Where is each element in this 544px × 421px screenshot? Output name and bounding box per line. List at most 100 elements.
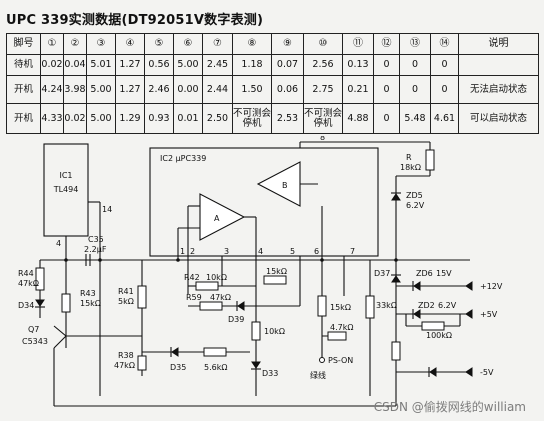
- measurement-table: 脚号 ① ② ③ ④ ⑤ ⑥ ⑦ ⑧ ⑨ ⑩ ⑪ ⑫ ⑬ ⑭ 说明 待机 0.0…: [6, 33, 539, 134]
- r-ref: R: [406, 153, 412, 162]
- resistor-r38: [137, 355, 147, 371]
- r10k-label: 10kΩ: [264, 327, 285, 336]
- table-cell: 2.56: [303, 54, 343, 76]
- table-cell: 2.45: [202, 54, 233, 76]
- ic1-part: TL494: [53, 185, 79, 194]
- d33-label: D33: [262, 369, 278, 378]
- junction: [98, 258, 102, 262]
- resistor-5k6: [203, 347, 227, 357]
- table-header-cell: ④: [115, 33, 145, 55]
- table-cell: 0: [399, 54, 431, 76]
- table-cell: 0: [430, 54, 459, 76]
- pin-label: 4: [56, 239, 61, 248]
- table-cell: 0: [373, 103, 400, 134]
- ic2-label: IC2 µPC339: [160, 154, 206, 163]
- r38-ref: R38: [118, 351, 134, 360]
- table-header-cell: ⑨: [271, 33, 304, 55]
- resistor-r59: [199, 301, 223, 311]
- table-cell: 3.98: [63, 75, 87, 104]
- pin-label: 1: [180, 247, 185, 256]
- table-cell: 1.27: [115, 75, 145, 104]
- table-header-row: 脚号 ① ② ③ ④ ⑤ ⑥ ⑦ ⑧ ⑨ ⑩ ⑪ ⑫ ⑬ ⑭ 说明: [6, 33, 539, 55]
- table-cell: 4.88: [342, 103, 374, 134]
- table-cell: 0.04: [63, 54, 87, 76]
- q7-part: C5343: [22, 337, 48, 346]
- table-cell: 0.21: [342, 75, 374, 104]
- c35-val: 2.2µF: [84, 245, 107, 254]
- ps-on-terminal: [319, 357, 325, 363]
- r59-ref: R59: [186, 293, 202, 302]
- table-row: 开机 4.33 0.02 5.00 1.29 0.93 0.01 2.50 不可…: [6, 103, 539, 134]
- r33k-label: 33kΩ: [376, 301, 397, 310]
- table-header-cell: ⑫: [373, 33, 400, 55]
- diode-d34: [35, 299, 45, 307]
- ps-on-label: PS-ON: [328, 356, 353, 365]
- table-header-cell: ③: [86, 33, 116, 55]
- arrow-minus5v: [465, 367, 473, 377]
- pin-label: 7: [350, 247, 355, 256]
- opamp-a: [199, 193, 246, 241]
- table-row: 待机 0.02 0.04 5.01 1.27 0.56 5.00 2.45 1.…: [6, 54, 539, 76]
- table-cell: 不可测会停机: [232, 103, 272, 134]
- table-cell: 0.07: [271, 54, 304, 76]
- table-cell: 5.01: [86, 54, 116, 76]
- table-header-cell: ⑤: [144, 33, 174, 55]
- transistor-emitter: [53, 335, 67, 349]
- r-val: 18kΩ: [400, 163, 421, 172]
- r41-ref: R41: [118, 287, 134, 296]
- table-cell: 5.00: [173, 54, 203, 76]
- table-cell: 可以启动状态: [458, 103, 539, 134]
- zd6-ref: ZD6: [416, 269, 433, 278]
- diode-d33: [251, 361, 261, 369]
- table-header-cell: 说明: [458, 33, 539, 55]
- table-cell: 无法启动状态: [458, 75, 539, 104]
- diode-d39: [237, 301, 245, 311]
- resistor-100k: [421, 321, 445, 331]
- resistor-15k-a: [263, 275, 287, 285]
- table-header-cell: ⑦: [202, 33, 233, 55]
- zd2-ref: ZD2: [418, 301, 435, 310]
- diode-d37: [391, 275, 401, 283]
- table-header-cell: ⑥: [173, 33, 203, 55]
- table-cell: 4.61: [430, 103, 459, 134]
- transistor-collector: [53, 325, 67, 337]
- opamp-a-label: A: [214, 214, 220, 223]
- resistor-r44: [35, 267, 45, 291]
- zd6-val: 15V: [436, 269, 452, 278]
- table-header-cell: ⑪: [342, 33, 374, 55]
- table-cell: 0: [373, 75, 400, 104]
- table-cell: 2.44: [202, 75, 233, 104]
- table-cell: 0.00: [173, 75, 203, 104]
- zd5-val: 6.2V: [406, 201, 425, 210]
- diode-minus5: [429, 367, 437, 377]
- table-cell: 0.01: [173, 103, 203, 134]
- table-cell: 0.02: [40, 54, 64, 76]
- resistor-r42: [195, 281, 219, 291]
- v5-label: +5V: [480, 310, 498, 319]
- resistor-10k: [251, 321, 261, 341]
- resistor-4k7: [327, 331, 347, 341]
- opamp-b: [256, 161, 301, 207]
- pin-label: 14: [102, 205, 112, 214]
- v12-label: +12V: [480, 282, 503, 291]
- table-cell: 5.48: [399, 103, 431, 134]
- table-cell: 5.00: [86, 75, 116, 104]
- q7-ref: Q7: [28, 325, 39, 334]
- diode-d35: [171, 347, 179, 357]
- pin-label: 6: [314, 247, 319, 256]
- resistor-r43: [61, 293, 71, 313]
- resistor-minus5: [391, 341, 401, 361]
- opamp-b-label: B: [282, 181, 288, 190]
- table-cell: 2.46: [144, 75, 174, 104]
- pin-label: 5: [290, 247, 295, 256]
- resistor-r18k: [425, 149, 435, 171]
- table-cell: 2.75: [303, 75, 343, 104]
- table-cell: 4.33: [40, 103, 64, 134]
- resistor-33k: [365, 295, 375, 319]
- zd2-val: 6.2V: [438, 301, 457, 310]
- r43-ref: R43: [80, 289, 96, 298]
- r15k-a-label: 15kΩ: [266, 267, 287, 276]
- pin-label: 4: [258, 247, 263, 256]
- table-header-cell: 脚号: [6, 33, 41, 55]
- r44-val: 47kΩ: [18, 279, 39, 288]
